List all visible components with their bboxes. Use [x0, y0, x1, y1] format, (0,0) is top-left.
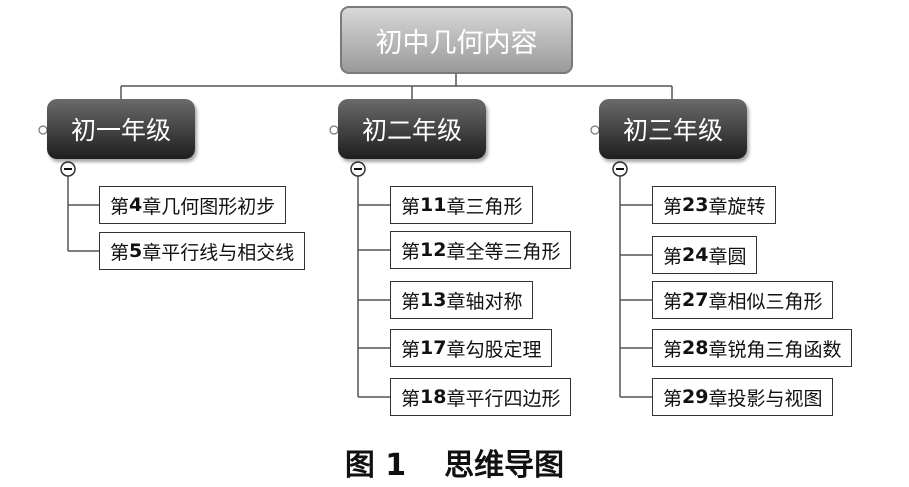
root-label: 初中几何内容 — [375, 27, 538, 59]
collapse-toggle-2[interactable] — [350, 161, 366, 177]
collapse-toggle-3[interactable] — [612, 161, 628, 177]
figure-number: 图 1 — [344, 448, 407, 483]
root-node[interactable]: 初中几何内容 — [340, 6, 573, 74]
figure-title: 思维导图 — [444, 448, 565, 483]
grade-3-dot — [590, 125, 600, 135]
collapse-toggle-1[interactable] — [60, 161, 76, 177]
grade-node-3[interactable]: 初三年级 — [599, 99, 747, 159]
grade-node-1[interactable]: 初一年级 — [47, 99, 195, 159]
grade-label: 初三年级 — [622, 116, 723, 145]
figure-caption: 图 1 思维导图 — [0, 440, 909, 484]
grade-2-dot — [329, 125, 339, 135]
grade-label: 初一年级 — [70, 116, 171, 145]
grade-label: 初二年级 — [361, 116, 462, 145]
grade-1-dot — [38, 125, 48, 135]
grade-node-2[interactable]: 初二年级 — [338, 99, 486, 159]
